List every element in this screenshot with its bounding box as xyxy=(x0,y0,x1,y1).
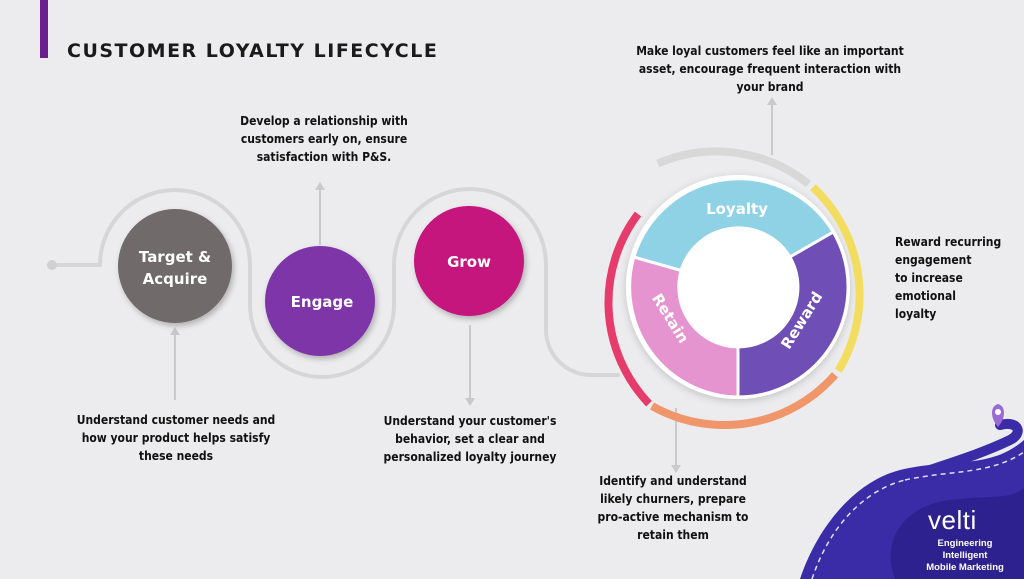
flow-track xyxy=(50,187,620,379)
note-retain: Identify and understand likely churners,… xyxy=(597,474,749,542)
arc-left xyxy=(604,211,652,407)
stage-target-acquire-label-line1: Target & xyxy=(139,248,211,266)
arc-bottom xyxy=(650,372,839,429)
track-start-dot xyxy=(47,260,57,270)
location-pin-icon xyxy=(992,404,1004,427)
stage-engage-circle xyxy=(265,246,375,356)
note-target-acquire: Understand customer needs and how your p… xyxy=(76,413,276,463)
note-engage: Develop a relationship with customers ea… xyxy=(240,114,408,164)
segment-loyalty xyxy=(631,177,836,273)
loyalty-cycle: Loyalty Reward Retain xyxy=(604,147,864,429)
note-grow: Understand your customer's behavior, set… xyxy=(383,414,557,464)
arc-top xyxy=(656,147,811,188)
stage-grow-label: Grow xyxy=(447,253,491,271)
segment-retain xyxy=(628,255,740,399)
velti-road-graphic xyxy=(800,418,1024,579)
velti-logo: velti xyxy=(928,505,977,535)
stage-target-acquire-label-line2: Acquire xyxy=(143,270,208,288)
stage-engage-label: Engage xyxy=(291,293,354,311)
velti-tagline: Engineering Intelligent Mobile Marketing xyxy=(926,538,1004,573)
note-loyalty: Make loyal customers feel like an import… xyxy=(636,44,904,94)
stage-grow-circle xyxy=(414,206,524,316)
note-reward: Reward recurring engagement to increase … xyxy=(895,235,1002,321)
note-connector-arrows xyxy=(170,97,777,473)
title-accent-bar xyxy=(40,0,48,58)
segment-reward xyxy=(736,229,850,399)
page-title: CUSTOMER LOYALTY LIFECYCLE xyxy=(67,40,439,62)
arc-right xyxy=(810,184,864,373)
cycle-center xyxy=(686,236,790,340)
stage-target-acquire-circle xyxy=(118,209,232,323)
segment-loyalty-label: Loyalty xyxy=(706,200,768,218)
